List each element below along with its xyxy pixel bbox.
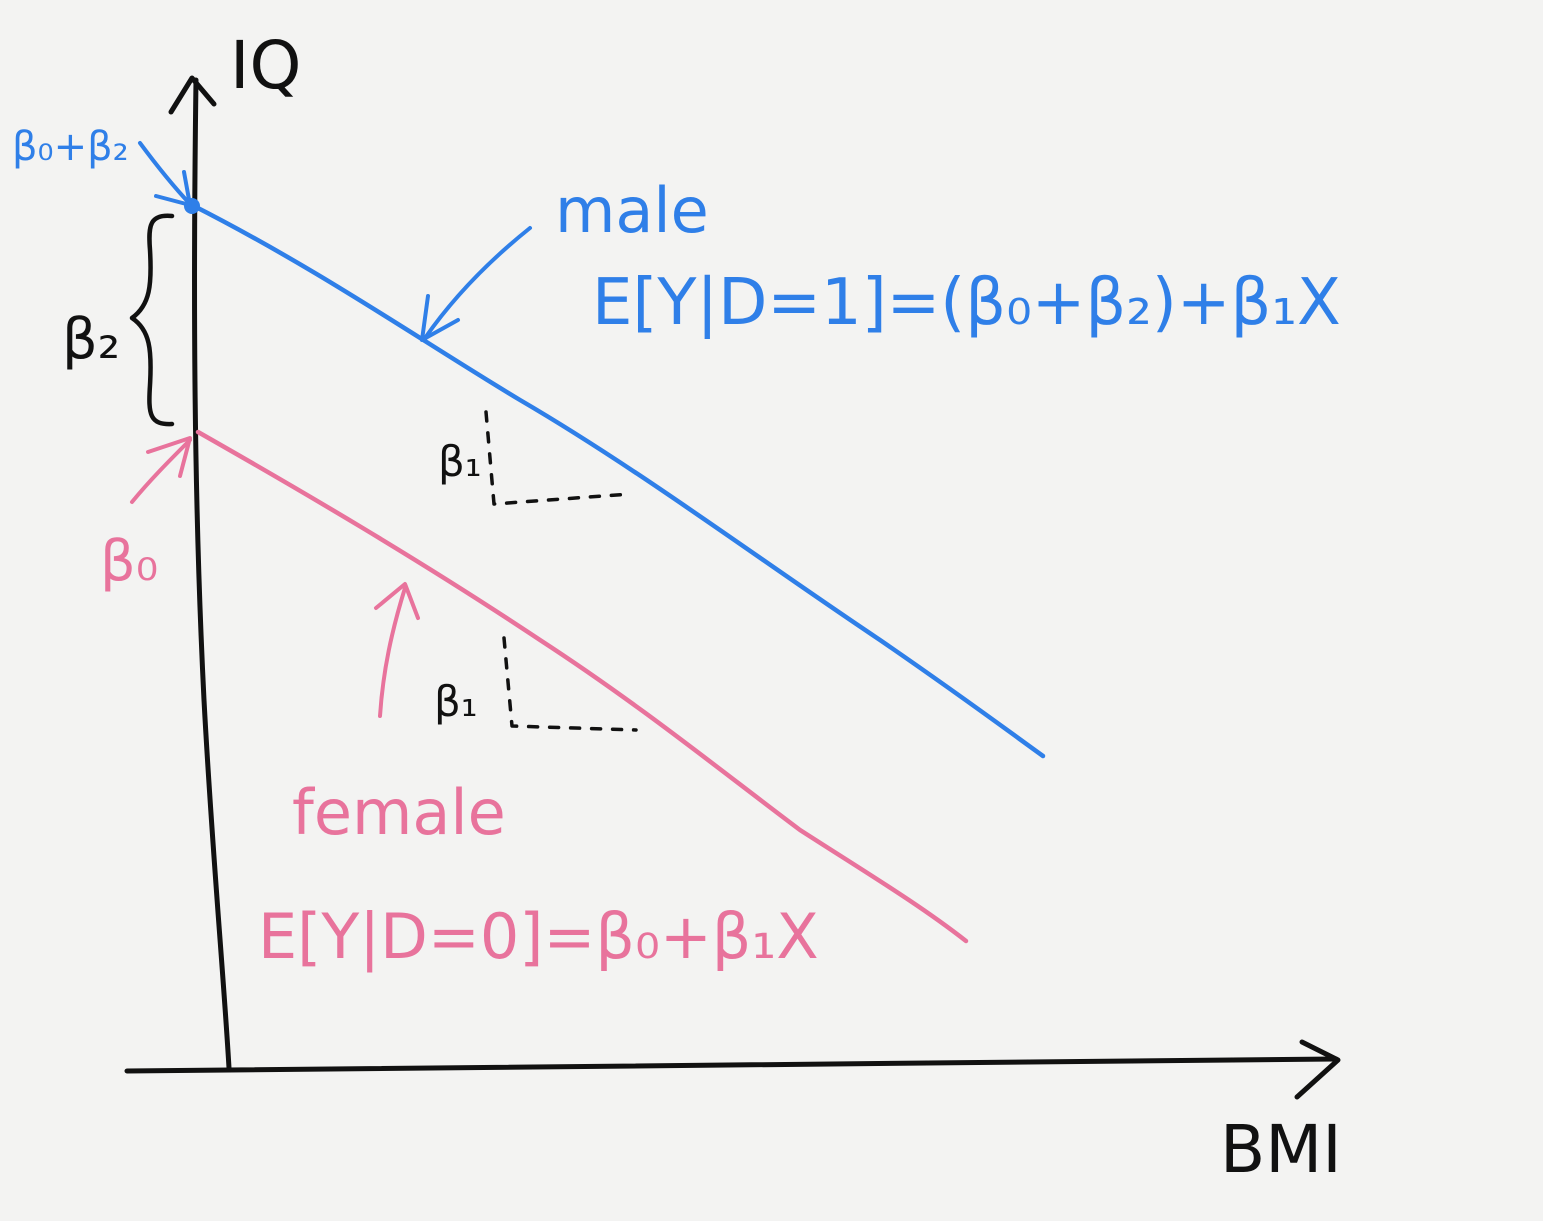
male-regression-line — [189, 202, 1046, 759]
female-slope-triangle — [502, 636, 638, 732]
male-equation: E[Y|D=1]=(β₀+β₂)+β₁X — [592, 266, 1341, 340]
male-line-group: β₀+β₂ male E[Y|D=1]=(β₀+β₂)+β₁X β₁ — [12, 124, 1341, 759]
female-equation: E[Y|D=0]=β₀+β₁X — [258, 900, 819, 974]
x-axis — [124, 1039, 1341, 1100]
female-intercept-arrowhead — [146, 436, 192, 478]
male-label: male — [555, 174, 709, 247]
female-label: female — [292, 776, 506, 849]
y-axis-line — [192, 77, 232, 1071]
male-label-arrowhead — [420, 294, 460, 342]
male-slope-label: β₁ — [438, 437, 482, 486]
female-intercept-label: β₀ — [100, 529, 158, 594]
male-label-arrow — [423, 226, 532, 340]
gap-label: β₂ — [62, 307, 120, 372]
male-intercept-arrowhead — [154, 170, 192, 207]
x-axis-line — [124, 1056, 1339, 1074]
female-intercept-arrow — [130, 438, 192, 504]
female-slope-label: β₁ — [434, 677, 478, 726]
female-label-arrow — [378, 586, 407, 718]
male-intercept-label: β₀+β₂ — [12, 124, 129, 170]
female-label-arrowhead — [374, 582, 420, 620]
female-line-group: β₀ female E[Y|D=0]=β₀+β₁X β₁ — [100, 429, 969, 974]
y-axis — [168, 75, 232, 1071]
x-axis-label: BMI — [1220, 1111, 1342, 1188]
x-axis-arrowhead — [1294, 1039, 1341, 1100]
intercept-gap-brace: β₂ — [62, 213, 175, 427]
male-slope-triangle — [484, 410, 632, 506]
y-axis-label: IQ — [230, 27, 301, 104]
curly-brace — [129, 213, 175, 427]
female-regression-line — [195, 429, 969, 944]
male-intercept-arrow — [138, 141, 192, 206]
y-axis-arrowhead — [168, 75, 217, 115]
